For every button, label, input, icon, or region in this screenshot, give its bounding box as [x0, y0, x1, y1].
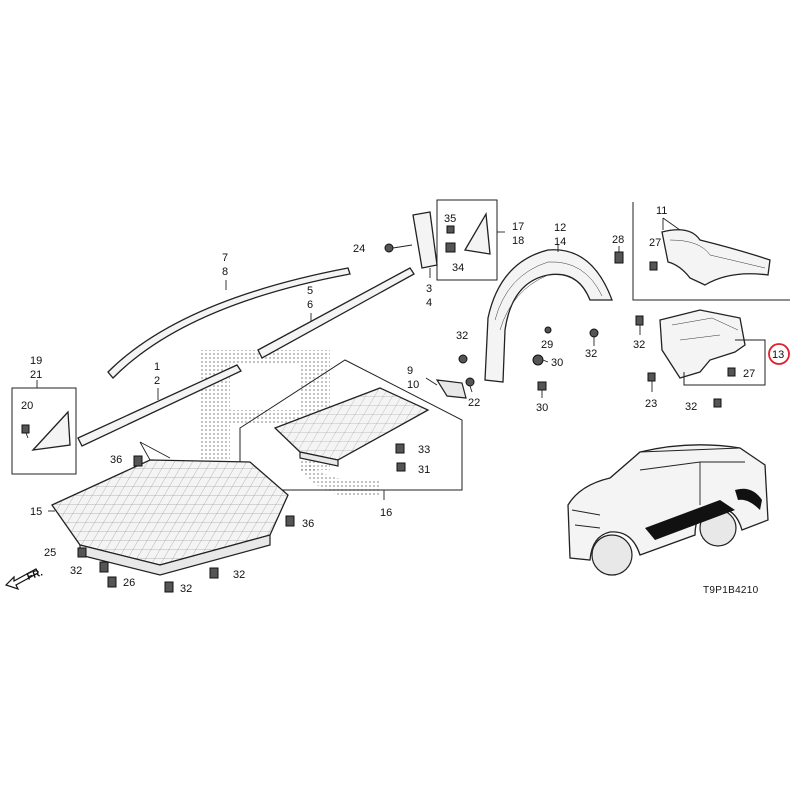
callout-2: 2: [154, 375, 160, 387]
callout-30-b: 30: [536, 402, 548, 414]
vehicle-illustration: [567, 444, 769, 576]
highlight-ring: [768, 343, 790, 365]
rear-corner-trim-group: [436, 199, 505, 281]
door-molding: [257, 267, 415, 359]
callout-35: 35: [444, 213, 456, 225]
callout-21: 21: [30, 369, 42, 381]
callout-32-d: 32: [180, 583, 192, 595]
callout-3: 3: [426, 283, 432, 295]
splash-clip-group: [425, 354, 475, 399]
reference-code: T9P1B4210: [703, 585, 759, 596]
callout-32-b: 32: [456, 330, 468, 342]
callout-24: 24: [353, 243, 365, 255]
callout-27-a: 27: [649, 237, 661, 249]
callout-32-f: 32: [633, 339, 645, 351]
lower-fasteners: [77, 547, 219, 593]
callout-7: 7: [222, 252, 228, 264]
callout-14: 14: [554, 236, 566, 248]
callout-9: 9: [407, 365, 413, 377]
callout-32-g: 32: [685, 401, 697, 413]
callout-29: 29: [541, 339, 553, 351]
front-direction-arrow: FR.: [4, 567, 45, 591]
callout-11: 11: [656, 205, 667, 217]
callout-22: 22: [468, 397, 480, 409]
pillar-garnish: [384, 211, 438, 278]
bolt-36-b: [285, 515, 295, 527]
callout-18: 18: [512, 235, 524, 247]
callout-30-a: 30: [551, 357, 563, 369]
callout-19: 19: [30, 355, 42, 367]
callout-8: 8: [222, 266, 228, 278]
callout-32-e: 32: [233, 569, 245, 581]
callout-12: 12: [554, 222, 566, 234]
corner-trim-group: [11, 380, 77, 475]
callout-32-c: 32: [70, 565, 82, 577]
callout-10: 10: [407, 379, 419, 391]
front-direction-label: FR.: [26, 567, 45, 583]
fender-liner: [484, 244, 613, 383]
callout-26: 26: [123, 577, 135, 589]
callout-31: 31: [418, 464, 430, 476]
callout-27-b: 27: [743, 368, 755, 380]
callout-33: 33: [418, 444, 430, 456]
callout-6: 6: [307, 299, 313, 311]
callout-36-a: 36: [110, 454, 122, 466]
callout-28: 28: [612, 234, 624, 246]
rear-splash-guard: [635, 309, 766, 408]
lower-molding: [77, 364, 242, 447]
callout-25: 25: [44, 547, 56, 559]
roof-molding: [107, 267, 351, 379]
callout-1: 1: [154, 361, 160, 373]
clip-28: [614, 246, 624, 264]
callout-15: 15: [30, 506, 42, 518]
callout-20: 20: [21, 400, 33, 412]
bolt-36-a: [133, 455, 143, 467]
callout-17: 17: [512, 221, 524, 233]
brand-watermark: [200, 350, 380, 498]
callout-23: 23: [645, 398, 657, 410]
rear-undercover: [239, 359, 463, 500]
callout-5: 5: [307, 285, 313, 297]
callout-32-a: 32: [585, 348, 597, 360]
callout-34: 34: [452, 262, 464, 274]
liner-fasteners: [532, 328, 599, 398]
front-undercover: [48, 441, 289, 576]
callout-16: 16: [380, 507, 392, 519]
rear-liner-group: [632, 202, 790, 301]
callout-4: 4: [426, 297, 432, 309]
callout-36-b: 36: [302, 518, 314, 530]
callout-13: 13: [772, 349, 784, 361]
